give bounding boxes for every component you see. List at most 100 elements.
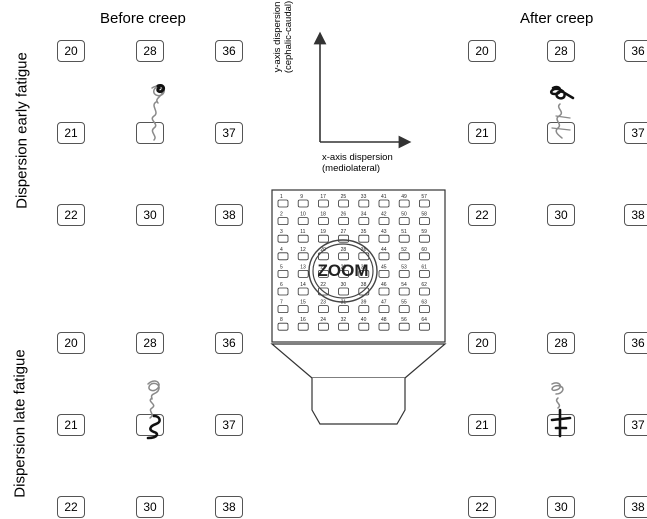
- grid-electrode-number: 15: [300, 300, 306, 306]
- electrode-cell: 30: [136, 204, 164, 226]
- grid-electrode-number: 10: [300, 212, 306, 218]
- electrode-cell: 38: [624, 204, 647, 226]
- grid-electrode: [358, 199, 370, 208]
- grid-electrode: [317, 199, 329, 208]
- grid-electrode: [338, 269, 350, 278]
- grid-electrode-number: 33: [361, 194, 367, 200]
- grid-electrode: [297, 322, 309, 331]
- grid-electrode: [398, 199, 410, 208]
- grid-electrode: [398, 217, 410, 226]
- grid-electrode-number: 16: [300, 317, 306, 323]
- grid-electrode: [418, 252, 430, 261]
- electrode-array-outline: [271, 189, 446, 343]
- grid-electrode-number: 18: [320, 212, 326, 218]
- grid-electrode: [277, 199, 289, 208]
- grid-electrode: [418, 305, 430, 314]
- grid-electrode-number: 54: [401, 282, 407, 288]
- grid-electrode-number: 49: [401, 194, 407, 200]
- electrode-cell: 37: [215, 414, 243, 436]
- grid-electrode: [297, 234, 309, 243]
- grid-electrode-number: 55: [401, 300, 407, 306]
- grid-electrode-number: 5: [280, 264, 283, 270]
- grid-electrode: [378, 252, 390, 261]
- electrode-cell: 21: [468, 122, 496, 144]
- grid-electrode-number: 36: [361, 247, 367, 253]
- zoom-label: ZOOM: [317, 261, 369, 280]
- grid-electrode-number: 6: [280, 282, 283, 288]
- grid-electrode-number: 39: [361, 300, 367, 306]
- grid-electrode-number: 32: [341, 317, 347, 323]
- grid-electrode: [398, 234, 410, 243]
- grid-electrode: [338, 234, 350, 243]
- grid-electrode: [277, 217, 289, 226]
- grid-electrode: [338, 217, 350, 226]
- grid-electrode: [418, 287, 430, 296]
- electrode-cell: 37: [215, 122, 243, 144]
- x-axis-label-line-2: (mediolateral): [322, 163, 381, 174]
- y-axis-label-line-2: (cephalic-caudal): [283, 0, 294, 74]
- grid-electrode-number: 35: [361, 229, 367, 235]
- grid-electrode: [338, 199, 350, 208]
- grid-electrode: [378, 217, 390, 226]
- grid-electrode: [378, 322, 390, 331]
- grid-electrode: [358, 269, 370, 278]
- electrode-cell-empty: [547, 122, 575, 144]
- electrode-cell: 21: [57, 414, 85, 436]
- connector-body: [311, 378, 406, 425]
- electrode-cell: 38: [215, 204, 243, 226]
- electrode-cell: 30: [547, 496, 575, 518]
- dispersion-trace-after-early: [550, 85, 575, 139]
- grid-electrode: [277, 269, 289, 278]
- electrode-cell: 30: [136, 496, 164, 518]
- electrode-cell-empty: [136, 122, 164, 144]
- electrode-cell: 21: [468, 414, 496, 436]
- grid-electrode: [358, 217, 370, 226]
- grid-electrode: [317, 217, 329, 226]
- grid-electrode-number: 13: [300, 264, 306, 270]
- grid-electrode-number: 21: [320, 264, 326, 270]
- grid-electrode: [297, 305, 309, 314]
- grid-electrode-number: 27: [341, 229, 347, 235]
- grid-electrode: [418, 234, 430, 243]
- x-axis-label-line-1: x-axis dispersion: [322, 152, 393, 163]
- zoom-circle: [308, 239, 378, 303]
- electrode-cell: 37: [624, 122, 647, 144]
- grid-electrode: [398, 305, 410, 314]
- electrode-cell: 38: [215, 496, 243, 518]
- grid-electrode: [317, 322, 329, 331]
- grid-electrode: [418, 269, 430, 278]
- grid-electrode-number: 4: [280, 247, 283, 253]
- grid-electrode: [358, 287, 370, 296]
- electrode-cell: 22: [57, 496, 85, 518]
- grid-electrode-number: 62: [421, 282, 427, 288]
- grid-electrode: [297, 217, 309, 226]
- electrode-cell: 36: [215, 40, 243, 62]
- grid-electrode-number: 22: [320, 282, 326, 288]
- grid-electrode-number: 51: [401, 229, 407, 235]
- grid-electrode: [297, 269, 309, 278]
- electrode-cell: 22: [57, 204, 85, 226]
- grid-electrode-number: 58: [421, 212, 427, 218]
- grid-electrode: [297, 287, 309, 296]
- grid-electrode: [338, 305, 350, 314]
- grid-electrode: [378, 234, 390, 243]
- grid-electrode: [358, 252, 370, 261]
- grid-electrode: [317, 234, 329, 243]
- grid-electrode-number: 23: [320, 300, 326, 306]
- dispersion-trace-before-late: [146, 380, 161, 440]
- electrode-cell: 36: [624, 332, 647, 354]
- grid-electrode-number: 52: [401, 247, 407, 253]
- grid-electrode: [338, 322, 350, 331]
- dispersion-trace-after-late: [550, 382, 572, 438]
- grid-electrode: [338, 287, 350, 296]
- grid-electrode: [277, 322, 289, 331]
- grid-electrode-number: 61: [421, 264, 427, 270]
- electrode-cell: 28: [136, 332, 164, 354]
- grid-electrode-number: 63: [421, 300, 427, 306]
- grid-electrode-number: 44: [381, 247, 387, 253]
- grid-electrode-number: 24: [320, 317, 326, 323]
- header-before-creep: Before creep: [100, 10, 186, 27]
- grid-electrode: [277, 252, 289, 261]
